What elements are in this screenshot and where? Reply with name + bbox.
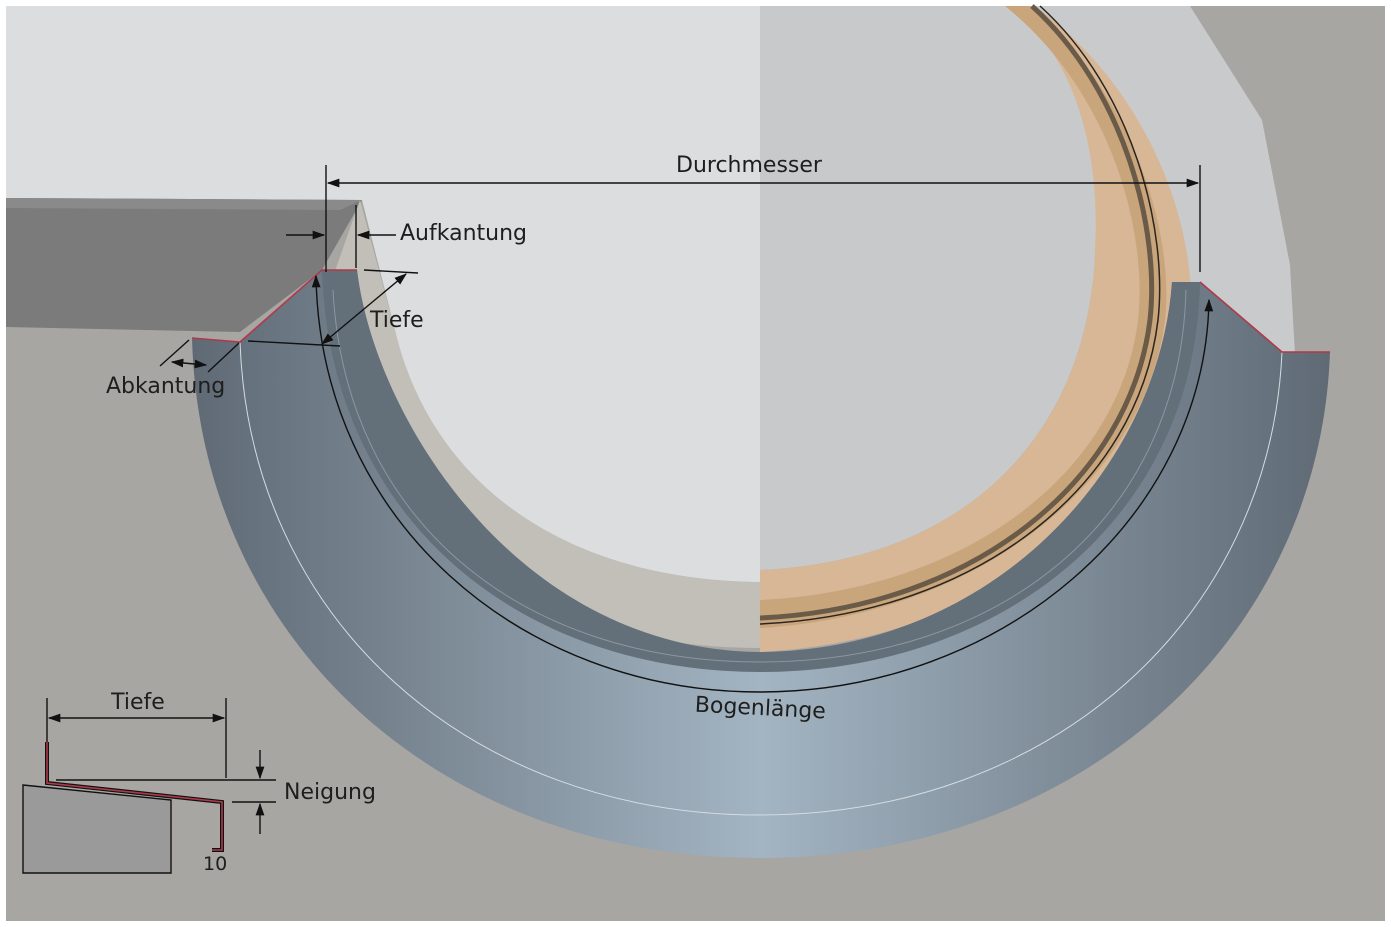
window-frame-wood <box>760 6 1192 652</box>
abkantung-ext2 <box>207 342 240 373</box>
tiefe-ext-bottom <box>247 340 341 347</box>
tiefe-label: Tiefe <box>369 308 424 333</box>
abkantung-line <box>170 358 208 369</box>
sheet-metal-inner-fold <box>332 289 1187 663</box>
detail-section: Tiefe Neigung 10 <box>22 690 376 875</box>
window-frame-groove-line <box>759 5 1161 625</box>
detail-value-label: 10 <box>203 853 227 875</box>
window-frame-groove <box>759 4 1155 621</box>
detail-profile-red <box>46 742 223 851</box>
abkantung-label: Abkantung <box>106 374 225 399</box>
wall-left-face <box>6 6 760 200</box>
aufkantung-label: Aufkantung <box>400 221 527 246</box>
sill-slab <box>6 198 362 332</box>
detail-sill-block <box>22 784 172 874</box>
detail-tiefe-label: Tiefe <box>110 690 165 715</box>
abkantung-ext <box>159 339 190 367</box>
tiefe-ext-top <box>363 269 419 274</box>
sheet-metal-edge <box>191 269 1330 353</box>
sill-slab-top <box>6 198 362 210</box>
sheet-metal-sill <box>192 270 1330 858</box>
bogenlaenge-arc <box>311 274 1214 693</box>
sheet-metal-fold-line <box>239 341 1283 816</box>
durchmesser-label: Durchmesser <box>676 153 823 178</box>
detail-neigung-label: Neigung <box>284 780 376 805</box>
reveal-band <box>330 200 760 648</box>
